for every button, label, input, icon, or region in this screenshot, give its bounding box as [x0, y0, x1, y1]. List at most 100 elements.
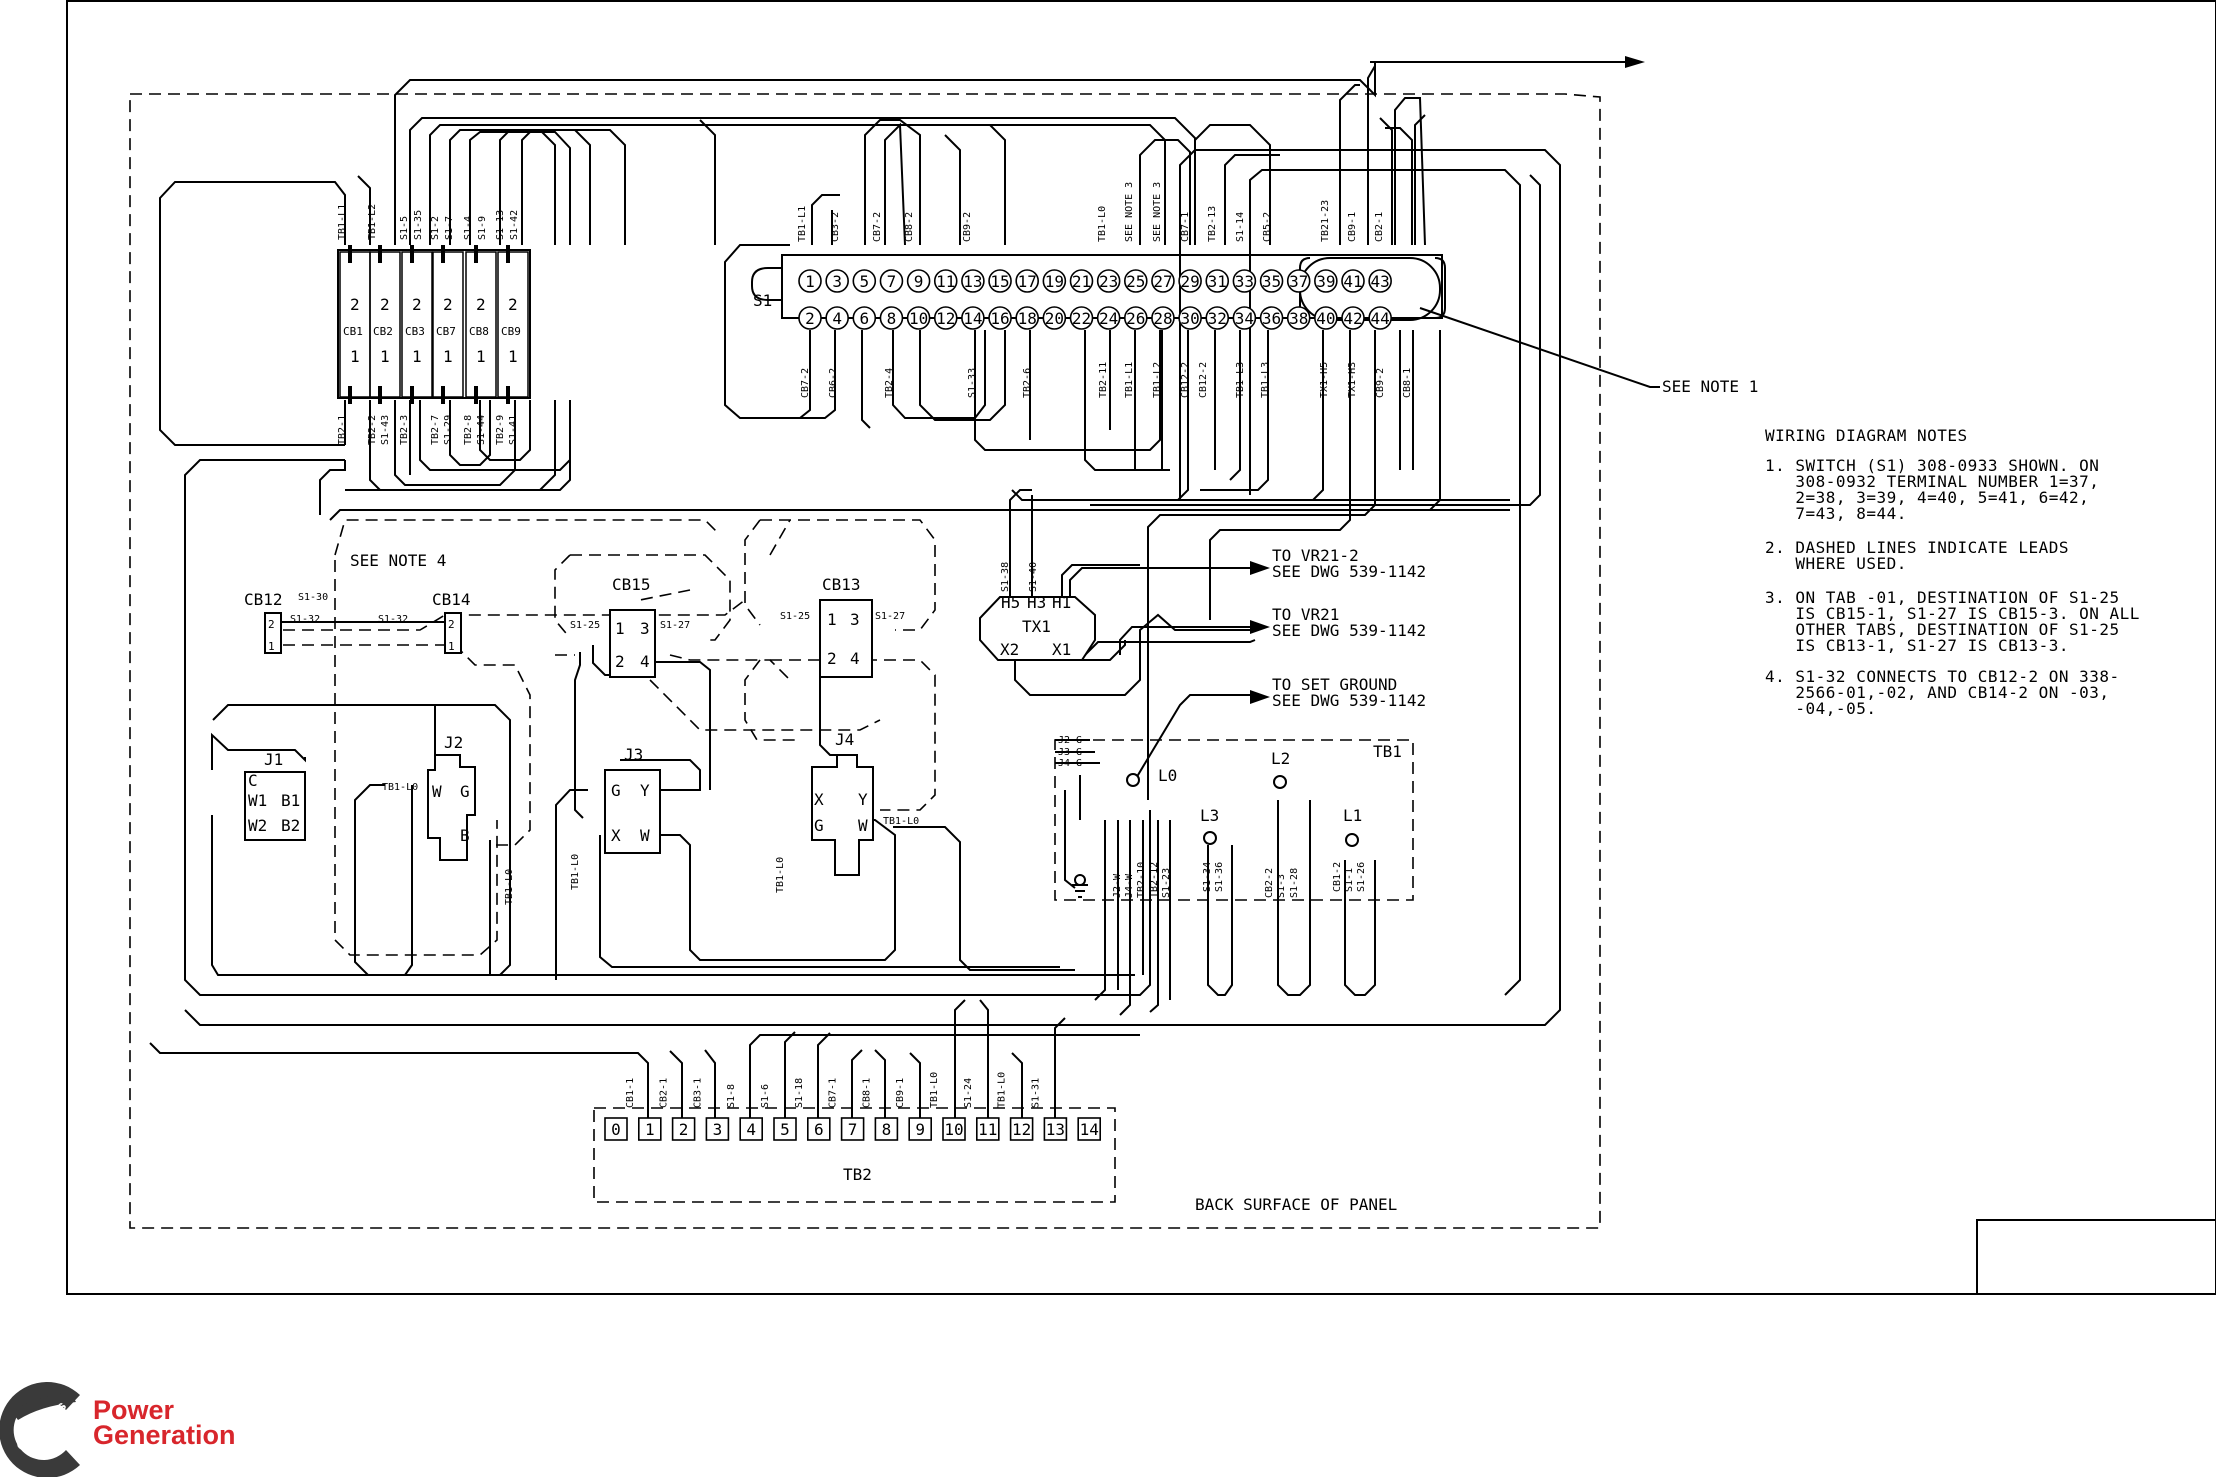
note-line: 7=43, 8=44. — [1765, 504, 1907, 523]
tb1-wire-label: CB2-2 — [1264, 868, 1275, 898]
tb2-wire-label: CB8-1 — [861, 1078, 872, 1108]
s1-terminal — [961, 269, 985, 293]
tx1-label: TX1 — [1022, 617, 1051, 636]
j4-pin-y: Y — [858, 790, 868, 809]
breaker-name: CB1 — [343, 325, 363, 338]
cb15-wire-s1-27: S1-27 — [660, 620, 690, 631]
breaker-terminal — [474, 386, 478, 404]
cb14-wire-s1-32: S1-32 — [378, 614, 408, 625]
s1-terminal-number: 9 — [914, 272, 924, 291]
breaker-terminal — [348, 386, 352, 404]
breaker-bottom-pin: 1 — [350, 347, 360, 366]
cb13-pin-4: 4 — [850, 649, 860, 668]
breaker-name: CB7 — [436, 325, 456, 338]
s1-bottom-wire-label: TB2-4 — [884, 368, 895, 398]
s1-terminal — [1096, 306, 1121, 330]
tx1-pin-h5: H5 — [1001, 593, 1020, 612]
s1-terminal — [906, 269, 931, 293]
cb13-pin-2: 2 — [827, 649, 837, 668]
j2-wire-tb1-l0-b: TB1-L0 — [504, 869, 515, 905]
s1-terminal — [988, 306, 1012, 330]
s1-terminal-number: 5 — [859, 272, 869, 291]
tb2-terminal — [671, 1117, 696, 1141]
s1-terminal — [852, 269, 877, 293]
breaker-terminal — [410, 386, 414, 404]
tb2-wire-label: CB9-1 — [895, 1078, 906, 1108]
panel-boundary — [129, 93, 1601, 1229]
s1-top-wire-label: CB7-2 — [872, 212, 883, 242]
breaker-top-wire-label: S1-7 — [444, 216, 455, 240]
s1-terminal-number: 20 — [1045, 309, 1064, 328]
breaker-bottom-wire-label: TB2-1 — [337, 415, 348, 445]
s1-terminal-number: 25 — [1126, 272, 1145, 291]
cb15: CB15 1 3 2 4 S1-25 S1-27 — [570, 575, 690, 678]
cb12-wire-s1-30: S1-30 — [298, 592, 328, 603]
tb2-terminal — [1009, 1117, 1034, 1141]
callout-vr21: TO VR21 SEE DWG 539-1142 — [1119, 605, 1426, 655]
breaker-top-pin: 2 — [508, 295, 518, 314]
tb2-wire-label: TB1-L0 — [997, 1072, 1008, 1108]
tb1-wire-label: J2-W — [1112, 873, 1123, 898]
s1-terminal-number: 15 — [990, 272, 1009, 291]
tb2-wire-label: S1-18 — [794, 1078, 805, 1108]
tb1-wire-label: S1-28 — [1289, 868, 1300, 898]
s1-bottom-wire-label: CB6-2 — [828, 368, 839, 398]
tb1-label: TB1 — [1373, 742, 1402, 761]
j4-pin-w: W — [858, 816, 868, 835]
dashed-leads — [283, 519, 1414, 956]
j3-pin-w: W — [640, 826, 650, 845]
drawing-frame — [66, 0, 2216, 1295]
tb1-left-wire-1: J3-G — [1058, 747, 1082, 758]
s1-terminal — [1314, 269, 1338, 293]
s1-terminal-number: 41 — [1343, 272, 1362, 291]
s1-terminal — [1069, 306, 1094, 330]
breaker-top-wire-label: S1-2 — [430, 216, 441, 240]
tb1-wire-label: S1-3 — [1276, 874, 1287, 898]
tb2-terminal — [1077, 1117, 1101, 1141]
s1-terminal-number: 24 — [1099, 309, 1118, 328]
breaker-bottom-wire-label: S1-43 — [380, 415, 391, 445]
s1-bottom-wire-label: CB8-1 — [1402, 368, 1413, 398]
tb2-terminal-number: 3 — [713, 1120, 723, 1139]
tb1-left-wire-2: J4-G — [1058, 758, 1082, 769]
tx1-wire-s1-38: S1-38 — [1000, 562, 1011, 592]
j1-pin-b1: B1 — [281, 791, 300, 810]
s1-terminal — [1341, 306, 1365, 330]
breaker-bottom-pin: 1 — [508, 347, 518, 366]
s1-terminal-number: 7 — [887, 272, 897, 291]
s1-terminal-number: 40 — [1316, 309, 1335, 328]
callout-vr21-2: TO VR21-2 SEE DWG 539-1142 — [1069, 546, 1426, 597]
breaker-name: CB2 — [373, 325, 393, 338]
tx1-wire-s1-40: S1-40 — [1028, 562, 1039, 592]
s1-terminal — [1286, 306, 1311, 330]
tb2-terminal-number: 9 — [915, 1120, 925, 1139]
tb2-terminal — [975, 1117, 1000, 1141]
tb2-label: TB2 — [843, 1165, 872, 1184]
tb2-terminal — [739, 1117, 764, 1141]
s1-terminal — [1124, 269, 1148, 293]
callout-vr21-line2: SEE DWG 539-1142 — [1272, 621, 1426, 640]
breaker-terminal — [348, 245, 352, 263]
s1-top-wire-label: S1-14 — [1235, 212, 1246, 242]
j2-wire-tb1-l0-a: TB1-L0 — [382, 782, 418, 793]
breaker-cb9 — [497, 251, 529, 398]
tb2-terminal — [773, 1117, 797, 1141]
see-note-1: SEE NOTE 1 — [1662, 377, 1758, 396]
tb2-terminal — [840, 1117, 865, 1141]
note-line: 4. S1-32 CONNECTS TO CB12-2 ON 338- — [1765, 667, 2120, 686]
s1-terminal-number: 31 — [1208, 272, 1227, 291]
cb12-wire-s1-32: S1-32 — [290, 614, 320, 625]
note-line: WHERE USED. — [1765, 554, 1907, 573]
s1-bottom-wire-label: CB12-2 — [1198, 362, 1209, 398]
s1-top-wire-label: SEE NOTE 3 — [1152, 182, 1163, 242]
tb2-terminal — [806, 1117, 831, 1141]
tx1-pin-x2: X2 — [1000, 640, 1019, 659]
tb1-wire-label: S1-36 — [1214, 862, 1225, 892]
breaker-terminal — [378, 386, 382, 404]
breaker-bottom-pin: 1 — [412, 347, 422, 366]
tx1: H5 H3 H1 TX1 X2 X1 S1-38 S1-40 — [979, 562, 1096, 661]
s1-terminal — [1314, 306, 1338, 330]
s1-bottom-wire-label: CB12-2 — [1180, 362, 1191, 398]
cb14-label: CB14 — [432, 590, 471, 609]
breaker-top-pin: 2 — [350, 295, 360, 314]
